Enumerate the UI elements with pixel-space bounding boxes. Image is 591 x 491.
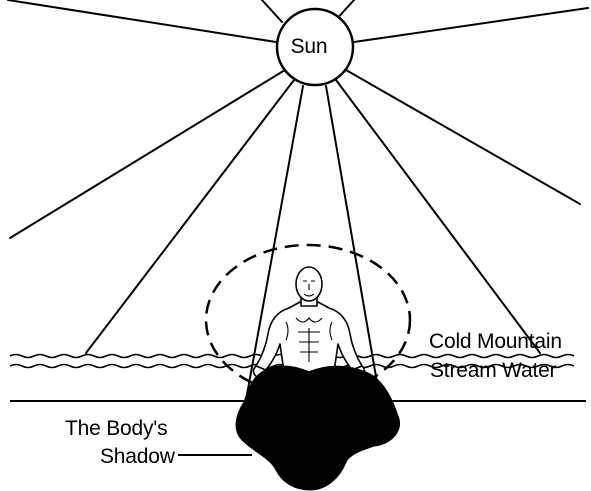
sun-label: Sun [269,36,349,57]
sun-ray [336,80,540,353]
water-label-line1: Cold Mountain [429,331,562,352]
sun-ray [10,70,285,238]
body-shadow-blob [236,366,399,490]
sun-ray [346,70,580,204]
sun-ray [8,0,276,42]
shadow-label-line1: The Body's [65,418,167,439]
sun-ray [262,0,282,22]
sun-ray [354,8,588,42]
shadow-label-line2: Shadow [100,446,175,467]
water-label-line2: Stream Water [430,360,556,381]
